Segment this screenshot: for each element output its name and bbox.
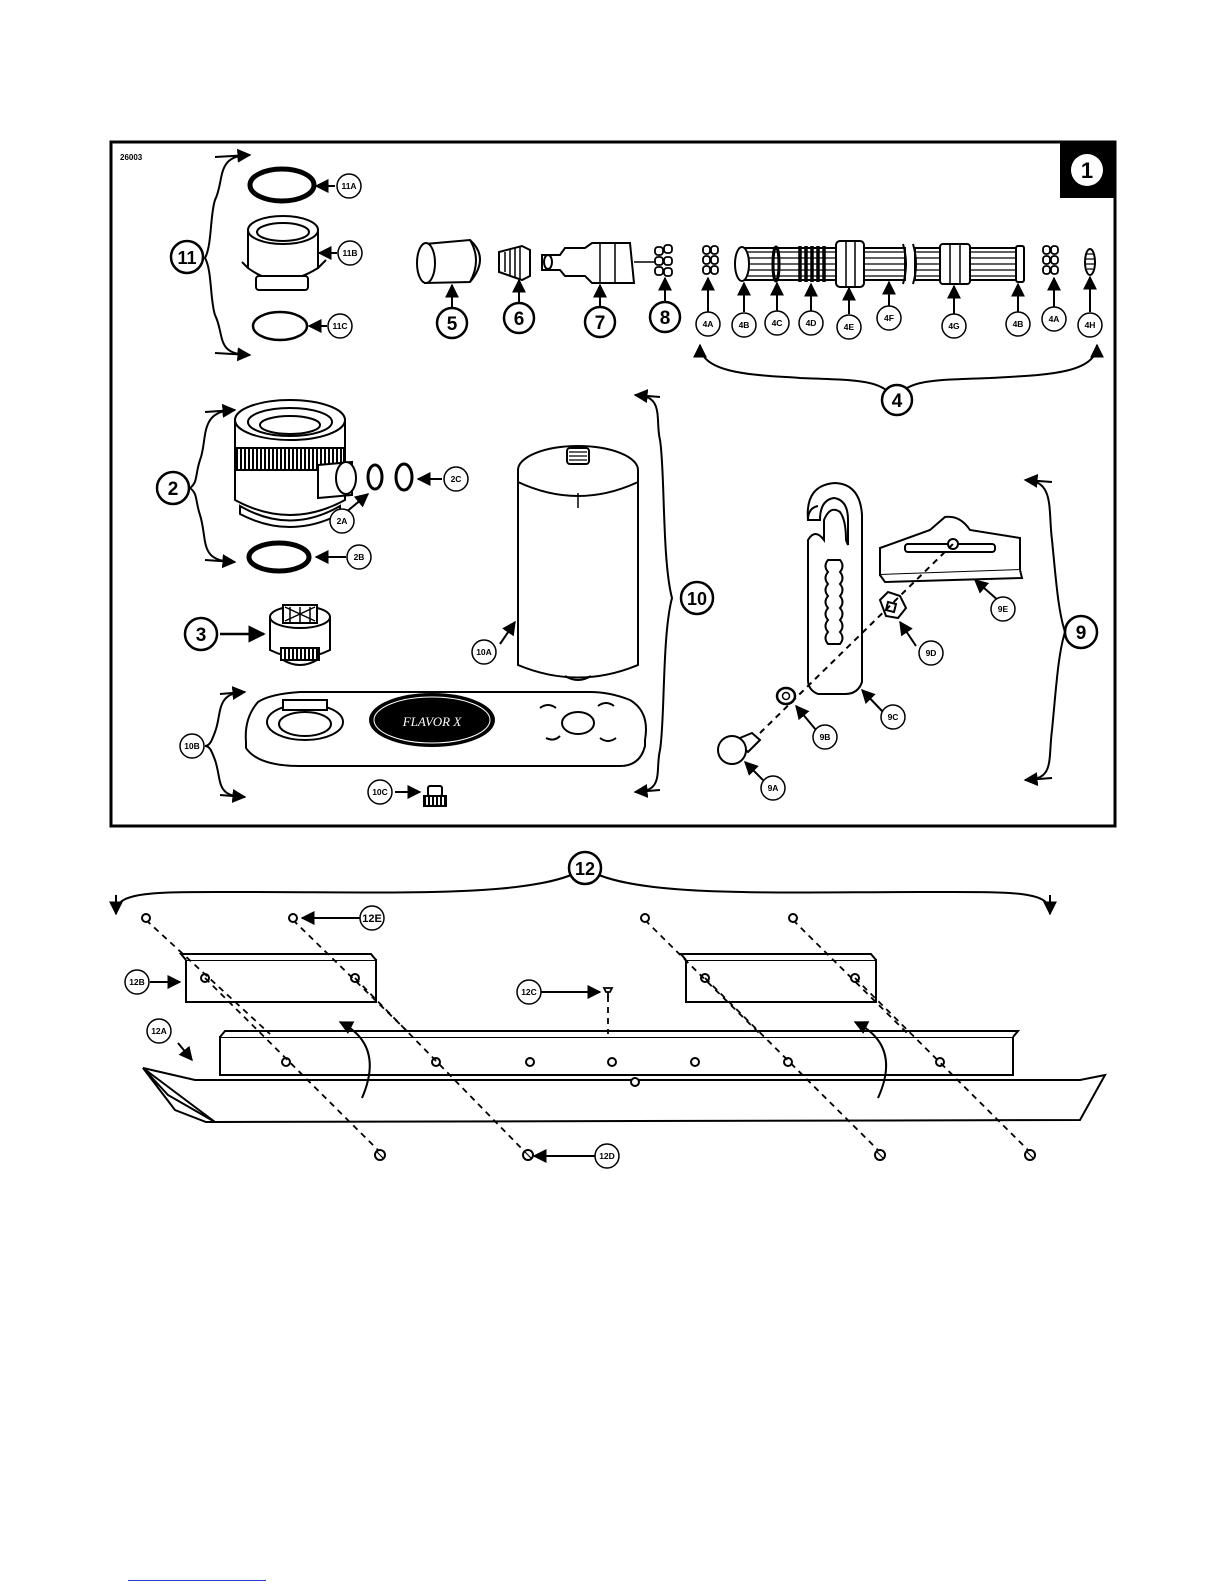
- part-7-valve-body: [542, 243, 655, 283]
- hook-bracket-9c: [808, 483, 862, 694]
- knob-10c: [424, 786, 446, 806]
- channel-bracket-12b-left: [181, 954, 376, 1002]
- callout-2b: 2B: [354, 552, 365, 562]
- callout-4h: 4H: [1085, 320, 1096, 330]
- trim-channel-12a: [143, 1031, 1105, 1122]
- callout-11b: 11B: [342, 248, 357, 258]
- callout-6: 6: [514, 309, 525, 330]
- part-6-nozzle: [499, 246, 530, 280]
- base-logo: FLAVOR X: [402, 714, 463, 729]
- seal-ring-11a: [250, 169, 314, 201]
- callout-12c: 12C: [521, 987, 537, 997]
- callout-4d: 4D: [806, 318, 817, 328]
- callout-4b-left: 4B: [739, 320, 750, 330]
- part-group-9: [718, 480, 1065, 780]
- callout-9d: 9D: [926, 648, 937, 658]
- figure-code: 26003: [120, 153, 143, 162]
- part-group-11: [205, 155, 326, 355]
- callout-12b: 12B: [129, 977, 145, 987]
- canister-10a: [518, 446, 638, 680]
- screws-12d: [375, 1150, 1035, 1160]
- callout-4a-right: 4A: [1049, 314, 1060, 324]
- callout-10a: 10A: [476, 647, 492, 657]
- callout-9b: 9B: [820, 732, 831, 742]
- part-4a-star: [703, 246, 718, 274]
- seal-ring-2b: [249, 543, 309, 571]
- callout-11a: 11A: [341, 181, 356, 191]
- callout-9c: 9C: [888, 712, 899, 722]
- callout-12d: 12D: [599, 1151, 615, 1161]
- callout-10b: 10B: [184, 741, 200, 751]
- callout-4c: 4C: [772, 318, 783, 328]
- callout-8: 8: [660, 308, 671, 329]
- o-ring-2a: [368, 465, 382, 489]
- callout-4e: 4E: [844, 322, 855, 332]
- washer-9d: [880, 592, 906, 618]
- callout-3: 3: [196, 625, 207, 646]
- screws-12e: [142, 914, 797, 922]
- callout-10c: 10C: [372, 787, 388, 797]
- adapter-collar-11b: [242, 216, 326, 290]
- callout-9e: 9E: [998, 604, 1009, 614]
- part-group-4-assembly: [703, 241, 1095, 287]
- mounting-bracket-9e: [880, 517, 1022, 582]
- callout-4a-left: 4A: [703, 319, 714, 329]
- part-8-rotor: [655, 245, 672, 276]
- o-ring-11c: [253, 312, 307, 340]
- callout-5: 5: [447, 314, 458, 335]
- callout-9a: 9A: [768, 783, 779, 793]
- callout-4f: 4F: [884, 313, 894, 323]
- callout-4g: 4G: [948, 321, 960, 331]
- part-5-cap: [417, 240, 480, 283]
- knob-screw-9a: [718, 733, 760, 764]
- callout-9: 9: [1076, 623, 1087, 644]
- callout-12a: 12A: [151, 1026, 167, 1036]
- screw-12c: [604, 988, 612, 998]
- filter-housing-2: [235, 400, 356, 527]
- channel-bracket-12b-right: [681, 954, 876, 1002]
- callout-2c: 2C: [451, 474, 462, 484]
- part-group-2: [190, 400, 442, 571]
- callout-7: 7: [595, 313, 606, 334]
- panel-number: 1: [1081, 158, 1093, 183]
- part-3-diffuser: [270, 605, 330, 665]
- o-ring-2c-part: [396, 464, 412, 490]
- callout-11c: 11C: [332, 321, 347, 331]
- base-plate-10b: FLAVOR X: [246, 692, 646, 766]
- callout-10: 10: [687, 589, 707, 609]
- callout-2a: 2A: [337, 516, 348, 526]
- callout-12e: 12E: [362, 913, 382, 925]
- part-group-12: [116, 868, 1105, 1160]
- callout-4: 4: [892, 391, 903, 412]
- callout-11: 11: [177, 248, 196, 268]
- callout-12: 12: [575, 859, 595, 879]
- footer-rule: [128, 1580, 266, 1581]
- callout-2: 2: [168, 479, 179, 500]
- callout-4b-right: 4B: [1013, 319, 1024, 329]
